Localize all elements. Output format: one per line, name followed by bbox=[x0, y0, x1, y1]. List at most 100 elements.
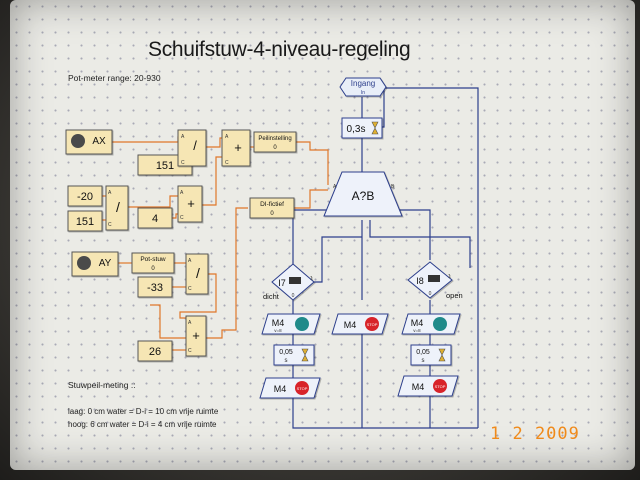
flowchart: AX 151 / A C + A C Peilinstelling 0 bbox=[65, 77, 479, 429]
compare-text: A?B bbox=[352, 189, 375, 203]
hourglass-icon bbox=[371, 121, 379, 135]
constant-4-text: 4 bbox=[152, 213, 158, 225]
di-fictief-variable[interactable]: DI-fictief 0 bbox=[249, 197, 295, 219]
m4-left-text: M4 bbox=[272, 318, 285, 328]
port-c: C bbox=[188, 348, 192, 354]
divide-block-lower[interactable]: / A C bbox=[185, 253, 209, 295]
motor-m4-left-run[interactable]: M4 v=8 bbox=[261, 313, 321, 335]
stop-icon bbox=[295, 381, 309, 395]
constant-151-top-text: 151 bbox=[156, 160, 174, 172]
m4-mid-text: M4 bbox=[344, 320, 357, 330]
page-title: Schuifstuw-4-niveau-regeling bbox=[148, 38, 411, 61]
motor-m4-middle-stop[interactable]: M4 STOP bbox=[331, 313, 389, 335]
stop-icon-text: STOP bbox=[367, 322, 378, 327]
stop-icon-text: STOP bbox=[435, 384, 446, 389]
ax-input-block[interactable]: AX bbox=[65, 129, 113, 155]
hourglass-icon bbox=[438, 348, 446, 362]
m4-left-sub: v=8 bbox=[274, 328, 282, 333]
wait-right-block[interactable]: 0,05 s bbox=[410, 344, 452, 366]
plus-middle-op: + bbox=[187, 196, 195, 211]
m4-right-stop-text: M4 bbox=[412, 382, 425, 392]
hourglass-icon bbox=[301, 348, 309, 362]
constant-neg20[interactable]: -20 bbox=[67, 185, 103, 207]
dicht-label: dicht bbox=[263, 292, 280, 301]
motor-icon bbox=[295, 317, 309, 331]
ingang-sub: In bbox=[361, 90, 365, 96]
wait-left-text: 0,05 bbox=[279, 349, 293, 356]
port-c: C bbox=[108, 222, 112, 228]
plus-block-lower[interactable]: + A C bbox=[185, 315, 207, 357]
plus-lower-op: + bbox=[192, 328, 200, 343]
pot-stuw-variable[interactable]: Pot-stuw 0 bbox=[131, 252, 175, 274]
ay-input-block[interactable]: AY bbox=[71, 251, 119, 277]
i8-text: I8 bbox=[416, 276, 424, 286]
peilinstelling-variable[interactable]: Peilinstelling 0 bbox=[253, 131, 297, 153]
divide-block-top[interactable]: / A C bbox=[177, 129, 207, 167]
plus-block-middle[interactable]: + A C bbox=[177, 185, 203, 223]
constant-151-lower[interactable]: 151 bbox=[67, 210, 103, 232]
motor-m4-right-stop[interactable]: M4 STOP bbox=[397, 375, 459, 397]
constant-26[interactable]: 26 bbox=[137, 340, 173, 362]
port-a: A bbox=[108, 190, 112, 196]
date-stamp: 1 2 2009 bbox=[490, 424, 580, 444]
port-a: A bbox=[188, 320, 192, 326]
wait-left-unit: s bbox=[285, 358, 288, 364]
program-canvas[interactable]: Schuifstuw-4-niveau-regeling Pot-meter r… bbox=[10, 0, 635, 470]
ingang-input-block[interactable]: Ingang In bbox=[339, 77, 387, 97]
compare-a-b-block[interactable]: A?B A B bbox=[323, 171, 403, 217]
stop-icon-text: STOP bbox=[297, 386, 308, 391]
wait-left-block[interactable]: 0,05 s bbox=[273, 344, 315, 366]
ax-label: AX bbox=[92, 136, 106, 147]
plus-block-top[interactable]: + A C bbox=[221, 129, 251, 167]
di-label: DI-fictief bbox=[260, 201, 284, 208]
divide-top-op: / bbox=[193, 138, 197, 153]
port-a: A bbox=[225, 134, 229, 140]
pot-value: 0 bbox=[151, 266, 155, 272]
plus-top-op: + bbox=[234, 140, 242, 155]
motor-m4-right-run[interactable]: M4 v=8 bbox=[401, 313, 461, 335]
i7-port-zero: 0 bbox=[292, 293, 295, 299]
constant-neg33-text: -33 bbox=[147, 282, 163, 294]
port-a: A bbox=[181, 134, 185, 140]
switch-icon bbox=[428, 275, 440, 282]
constant-151-lower-text: 151 bbox=[76, 216, 94, 228]
port-c: C bbox=[180, 215, 184, 221]
motor-icon bbox=[433, 317, 447, 331]
port-a: A bbox=[188, 258, 192, 264]
stop-icon bbox=[433, 379, 447, 393]
ingang-label: Ingang bbox=[351, 79, 375, 88]
ay-label: AY bbox=[99, 258, 112, 269]
i7-port-one: 1 bbox=[310, 276, 313, 282]
divide-small-op: / bbox=[116, 199, 120, 215]
switch-icon bbox=[289, 277, 301, 284]
input-i8-decision[interactable]: I8 0 1 bbox=[407, 261, 453, 299]
port-a: A bbox=[180, 190, 184, 196]
m4-right-sub: v=8 bbox=[413, 328, 421, 333]
wait-0-3s-block[interactable]: 0,3s bbox=[341, 117, 383, 139]
stop-icon bbox=[365, 317, 379, 331]
i8-port-zero: 0 bbox=[429, 291, 432, 297]
constant-neg33[interactable]: -33 bbox=[137, 276, 173, 298]
port-a: A bbox=[333, 184, 337, 190]
pot-label: Pot-stuw bbox=[140, 256, 166, 263]
port-c: C bbox=[225, 160, 229, 166]
motor-m4-left-stop[interactable]: M4 STOP bbox=[259, 377, 321, 399]
constant-26-text: 26 bbox=[149, 346, 161, 358]
peil-label: Peilinstelling bbox=[258, 136, 291, 142]
i8-port-one: 1 bbox=[448, 274, 451, 280]
di-value: 0 bbox=[270, 211, 274, 217]
constant-4[interactable]: 4 bbox=[137, 207, 173, 229]
wait-right-text: 0,05 bbox=[416, 349, 430, 356]
port-c: C bbox=[188, 286, 192, 292]
peil-value: 0 bbox=[273, 145, 277, 151]
pot-meter-range-note: Pot-meter range: 20-930 bbox=[68, 73, 161, 83]
input-i7-decision[interactable]: I7 0 1 bbox=[271, 263, 315, 301]
wait-right-unit: s bbox=[422, 358, 425, 364]
port-c: C bbox=[181, 160, 185, 166]
open-label: open bbox=[446, 291, 463, 300]
port-b: B bbox=[391, 184, 395, 190]
m4-left-stop-text: M4 bbox=[274, 384, 287, 394]
constant-neg20-text: -20 bbox=[77, 191, 93, 203]
divide-block-small[interactable]: / A C bbox=[105, 185, 129, 231]
notes-heading: Stuwpeil-meting :: bbox=[68, 380, 136, 390]
